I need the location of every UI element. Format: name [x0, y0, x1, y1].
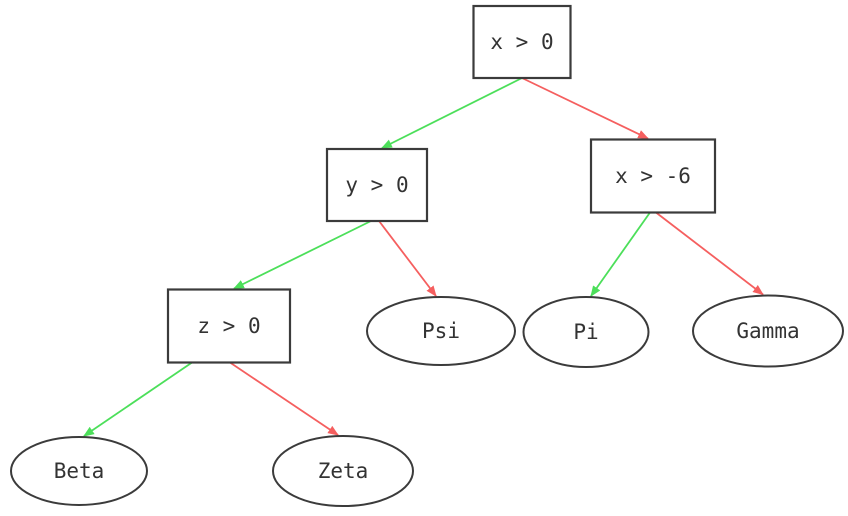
node-label-psi: Psi	[422, 319, 460, 343]
leaf-ellipse-psi	[366, 296, 516, 366]
leaf-node-zeta: Zeta	[272, 435, 414, 507]
leaf-node-pi: Pi	[522, 296, 650, 368]
node-label-gamma: Gamma	[736, 319, 799, 343]
edge-true-y_gt_0-to-z_gt_0	[233, 220, 372, 290]
node-label-x_gt_0: x > 0	[490, 30, 553, 54]
decision-box-x_gt_0	[472, 4, 572, 80]
decision-box-x_gt_neg6	[589, 138, 717, 214]
edge-false-x_gt_0-to-x_gt_neg6	[521, 77, 649, 140]
leaf-node-gamma: Gamma	[692, 294, 844, 368]
leaf-ellipse-zeta	[272, 435, 414, 507]
edge-true-z_gt_0-to-beta	[83, 361, 193, 437]
edge-true-x_gt_0-to-y_gt_0	[381, 77, 523, 149]
node-label-x_gt_neg6: x > -6	[615, 164, 691, 188]
edge-true-x_gt_neg6-to-pi	[590, 211, 651, 297]
node-label-zeta: Zeta	[318, 459, 369, 483]
node-label-beta: Beta	[54, 459, 105, 483]
node-label-y_gt_0: y > 0	[345, 173, 408, 197]
decision-node-y_gt_0: y > 0	[325, 147, 429, 223]
decision-node-x_gt_neg6: x > -6	[589, 138, 717, 214]
leaf-ellipse-beta	[10, 436, 148, 506]
decision-box-y_gt_0	[325, 147, 429, 223]
leaf-ellipse-gamma	[692, 294, 844, 368]
leaf-ellipse-pi	[522, 296, 650, 368]
decision-box-z_gt_0	[166, 288, 292, 364]
node-label-z_gt_0: z > 0	[197, 314, 260, 338]
edge-false-x_gt_neg6-to-gamma	[655, 211, 764, 296]
edge-false-y_gt_0-to-psi	[378, 220, 437, 297]
decision-node-x_gt_0: x > 0	[472, 4, 572, 80]
leaf-node-beta: Beta	[10, 436, 148, 506]
edge-false-z_gt_0-to-zeta	[229, 361, 339, 436]
node-label-pi: Pi	[573, 320, 598, 344]
decision-node-z_gt_0: z > 0	[166, 288, 292, 364]
leaf-node-psi: Psi	[366, 296, 516, 366]
